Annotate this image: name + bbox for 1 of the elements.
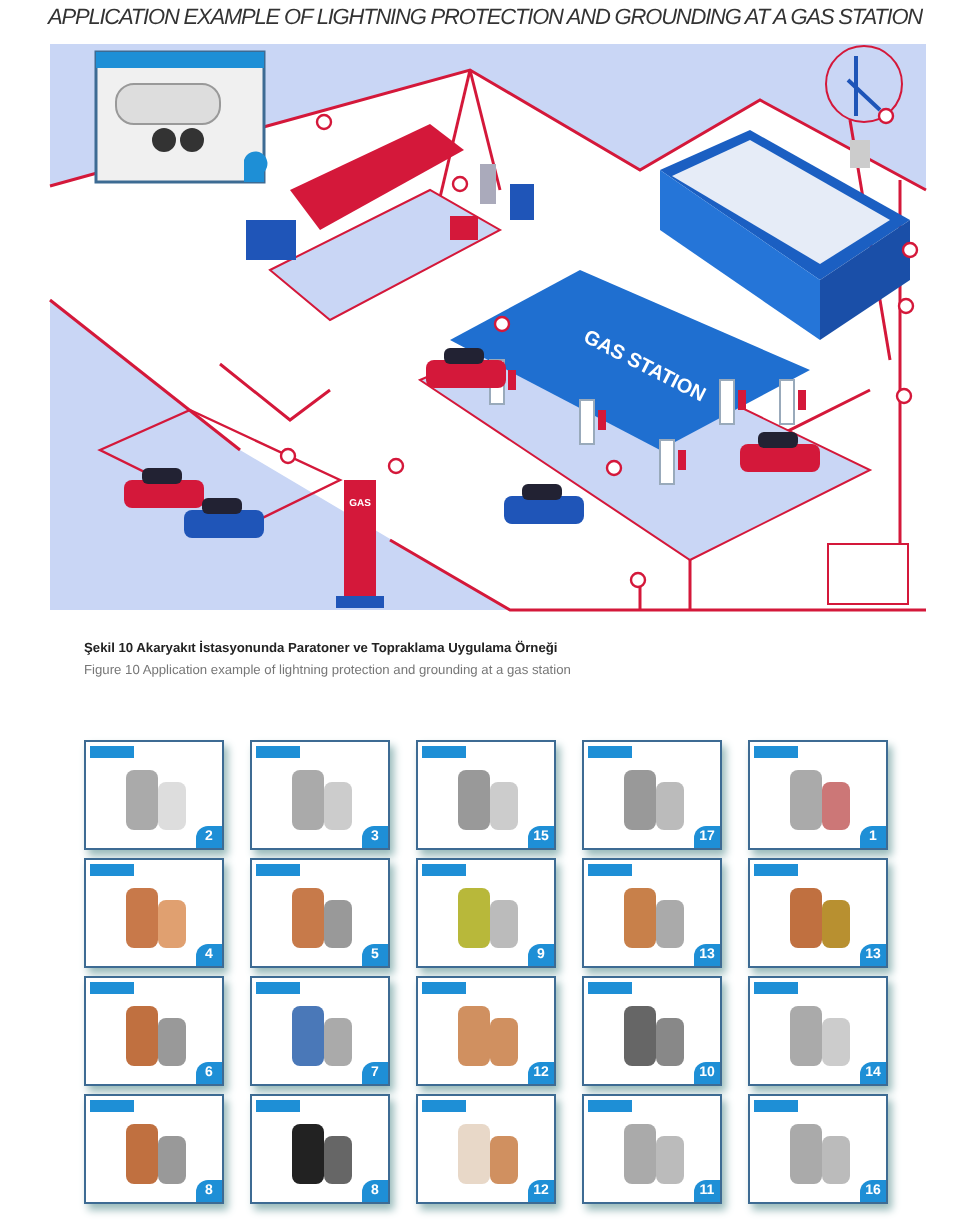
page-title: APPLICATION EXAMPLE OF LIGHTNING PROTECTION AND GROUNDING AT A GAS STATION (45, 6, 925, 30)
